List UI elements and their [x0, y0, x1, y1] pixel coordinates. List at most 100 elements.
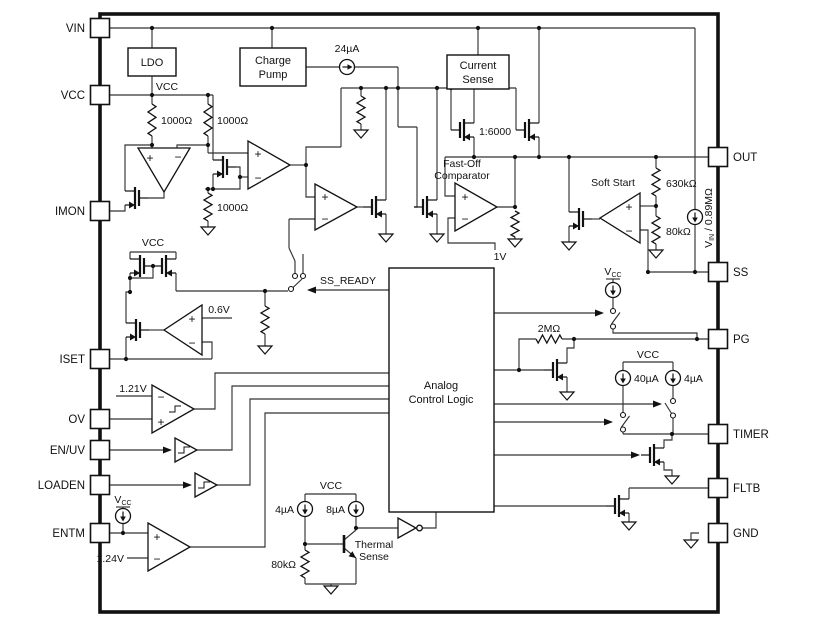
pin-ov — [89, 408, 111, 430]
mosfet-icon — [153, 255, 176, 277]
ov-comparator-icon — [151, 383, 196, 435]
junction-dot — [536, 154, 542, 160]
current-sense-label-1: Current — [460, 60, 497, 72]
pin-label-enuv: EN/UV — [50, 445, 85, 457]
pin-label-iset: ISET — [59, 354, 85, 366]
resistor-icon — [146, 103, 158, 137]
switch-contact-icon — [619, 411, 627, 419]
pin-pg — [707, 328, 729, 350]
junction-dot — [653, 154, 659, 160]
mosfet-icon — [544, 359, 567, 381]
pin-vcc — [89, 84, 111, 106]
junction-dot — [516, 367, 522, 373]
junction-dot — [358, 85, 364, 91]
ldo-label: LDO — [141, 57, 164, 69]
wire — [190, 412, 389, 548]
label-1v: 1V — [494, 251, 507, 263]
wire — [690, 532, 699, 540]
pin-label-ss: SS — [733, 267, 749, 279]
charge-pump-label-1: Charge — [255, 55, 291, 67]
plus-mark: + — [254, 147, 261, 161]
mosfet-icon — [641, 444, 664, 466]
ground-icon — [647, 249, 665, 259]
label-vcc-pg: VCC — [604, 266, 621, 279]
minus-mark: − — [625, 224, 632, 238]
ground-icon — [506, 238, 524, 248]
wire — [217, 398, 389, 486]
label-vcc-thermal: VCC — [320, 480, 343, 492]
label-4uA: 4µA — [684, 373, 703, 385]
junction-dot — [237, 174, 243, 180]
wire — [305, 146, 341, 165]
label-fastoff-1: Fast-Off — [443, 158, 481, 170]
label-ss-ready: SS_READY — [320, 275, 376, 287]
junction-dot — [571, 336, 577, 342]
switch-contact-icon — [619, 426, 627, 433]
mosfet-icon — [213, 156, 236, 178]
pin-loaden — [89, 474, 111, 496]
wire — [130, 266, 154, 279]
junction-dot — [127, 275, 133, 281]
pin-label-loaden: LOADEN — [38, 480, 85, 492]
label-4uA-thermal: 4µA — [275, 504, 294, 516]
pin-fltb — [707, 477, 729, 499]
mosfet-arrow — [130, 333, 136, 341]
mosfet-arrow — [619, 509, 625, 517]
iset-amp-icon — [162, 303, 203, 357]
label-r2: 1000Ω — [217, 115, 248, 127]
wire — [621, 415, 630, 428]
label-soft-start: Soft Start — [591, 177, 635, 189]
wire — [305, 165, 315, 198]
label-80k: 80kΩ — [666, 226, 691, 238]
mosfet-arrow — [573, 222, 579, 230]
arrowhead-icon — [163, 446, 172, 454]
acl-label-1: Analog — [424, 380, 458, 392]
arrowhead-icon — [595, 309, 604, 317]
junction-dot — [302, 541, 308, 547]
pin-label-timer: TIMER — [733, 429, 769, 441]
mosfet-arrow — [376, 210, 382, 218]
wire — [202, 341, 213, 359]
pin-label-ov: OV — [68, 414, 85, 426]
current-arrow-icon — [353, 509, 359, 515]
junction-dot — [205, 92, 211, 98]
junction-dot — [434, 85, 440, 91]
pin-label-entm: ENTM — [52, 528, 85, 540]
label-06v: 0.6V — [208, 304, 230, 316]
amp3-icon — [314, 182, 359, 232]
imon-amp-icon — [136, 147, 192, 194]
charge-pump-label-2: Pump — [259, 69, 288, 81]
current-arrow-icon — [670, 378, 676, 384]
mosfet-arrow — [427, 210, 433, 218]
wire — [612, 329, 698, 339]
amplifier-layer — [136, 139, 641, 573]
plus-mark: + — [157, 415, 164, 429]
wire — [414, 127, 418, 208]
arrowhead-icon — [604, 418, 613, 426]
ground-icon — [352, 129, 370, 139]
loaden-buffer-icon — [194, 471, 219, 499]
wire — [148, 192, 165, 199]
current-arrow-icon — [120, 516, 126, 522]
wire — [518, 338, 536, 370]
junction-dot — [383, 85, 389, 91]
wire — [664, 402, 672, 414]
junction-dot — [692, 269, 698, 275]
ground-icon — [377, 233, 395, 243]
entm-comparator-icon — [147, 521, 192, 573]
wire — [213, 177, 241, 190]
pin-label-pg: PG — [733, 334, 750, 346]
pin-enuv — [89, 439, 111, 461]
junction-dot — [149, 25, 155, 31]
junction-dot — [123, 356, 129, 362]
ground-icon — [560, 241, 578, 251]
mosfet-icon — [125, 187, 148, 209]
plus-mark: + — [461, 190, 468, 204]
label-r3: 1000Ω — [217, 202, 248, 214]
junction-dot — [536, 25, 542, 31]
wire — [292, 278, 303, 288]
label-121v: 1.21V — [119, 383, 146, 395]
ground-icon — [428, 233, 446, 243]
resistor-icon — [355, 95, 367, 125]
wire-layer — [110, 27, 708, 586]
